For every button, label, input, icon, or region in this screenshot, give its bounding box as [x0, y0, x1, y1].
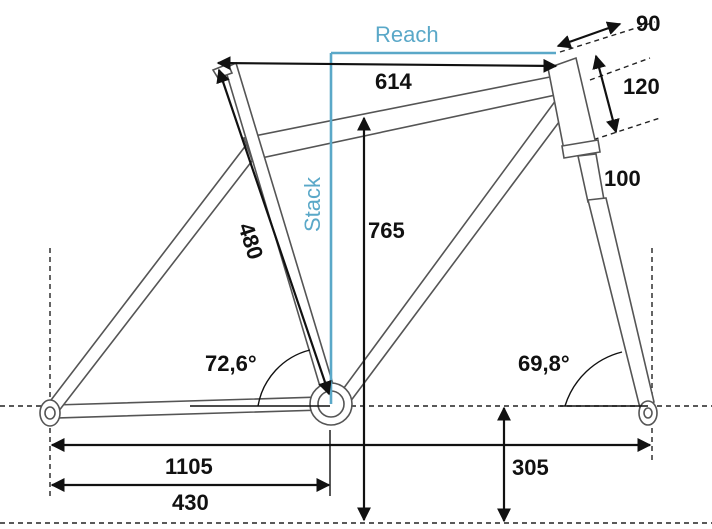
fork-length-label: 100 [604, 166, 641, 191]
headset-lower [561, 139, 601, 159]
fork-upper [577, 153, 605, 203]
front-dropout-hole [643, 407, 653, 419]
head-extension-label: 90 [636, 11, 660, 36]
dimension-arrows [50, 21, 652, 523]
reference-lines [0, 21, 712, 524]
angle-arcs [190, 349, 648, 407]
stack-value-label: 765 [368, 218, 405, 243]
top-tube-dimension-arrow [216, 56, 558, 73]
head-tube-dimension-arrow [592, 54, 620, 134]
chainstay-tube [54, 396, 323, 419]
head-tube-label: 120 [623, 74, 660, 99]
seat-tube-dimension-arrow [216, 68, 332, 396]
top-tube-label: 614 [375, 69, 412, 94]
wheelbase-label: 1105 [165, 454, 213, 479]
head-tube [547, 56, 597, 151]
reach-label: Reach [375, 22, 439, 47]
head-angle-arc [564, 351, 623, 407]
head-angle-label: 69,8° [518, 351, 570, 376]
seat-angle-arc [257, 349, 311, 407]
chainstay-label: 430 [172, 490, 209, 515]
seat-tube-label: 480 [233, 220, 268, 263]
bb-drop-label: 305 [512, 455, 549, 480]
rear-dropout-hole [44, 406, 56, 420]
head-extension-dimension-arrow [556, 21, 622, 49]
fork-leg [587, 197, 655, 410]
seat-angle-label: 72,6° [205, 351, 257, 376]
stack-label: Stack [300, 176, 325, 232]
dimension-labels: Reach Stack 90 120 614 100 765 480 72,6°… [165, 11, 660, 515]
